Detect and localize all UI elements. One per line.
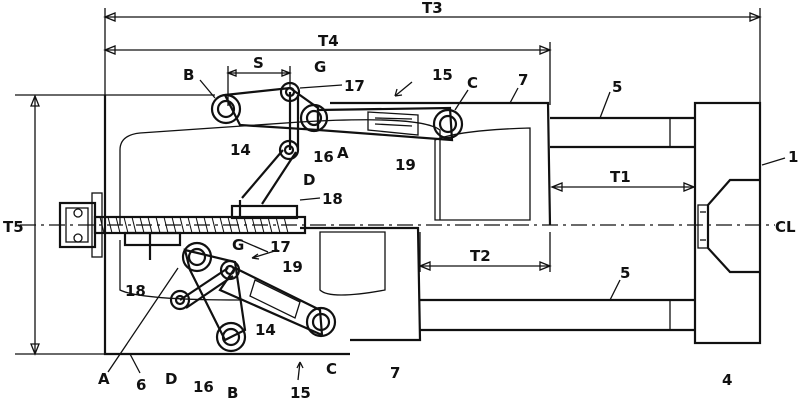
- lower-toggle-linkage: [169, 241, 337, 353]
- lower-label-17: 17: [270, 238, 291, 256]
- lower-label-19: 19: [282, 258, 303, 276]
- leader-lines: [107, 79, 786, 381]
- centerline-label: CL: [775, 218, 796, 236]
- fixed-platen: [693, 101, 762, 345]
- dim-t1-label: T1: [610, 168, 631, 186]
- lower-label-g: G: [232, 236, 244, 254]
- lower-label-7: 7: [390, 364, 400, 382]
- lower-label-15: 15: [290, 384, 311, 402]
- upper-label-7: 7: [518, 71, 528, 89]
- lower-label-18: 18: [125, 282, 146, 300]
- upper-label-d: D: [303, 171, 315, 189]
- upper-label-18: 18: [322, 190, 343, 208]
- lower-label-a: A: [98, 370, 110, 388]
- tie-bars: [420, 116, 695, 332]
- dim-t5-label: T5: [3, 218, 24, 236]
- upper-label-15: 15: [432, 66, 453, 84]
- upper-label-17: 17: [344, 77, 365, 95]
- labels: T3 T4 S T1 T2 T5 CL B G 17 15 C 7 14 16 …: [3, 0, 798, 402]
- upper-label-b: B: [183, 66, 194, 84]
- lower-label-c: C: [326, 360, 337, 378]
- dim-s-label: S: [253, 54, 264, 72]
- dimension-lines: [15, 8, 762, 356]
- lower-label-d: D: [165, 370, 177, 388]
- dim-t4-label: T4: [318, 32, 339, 50]
- upper-label-16: 16: [313, 148, 334, 166]
- lower-label-14: 14: [255, 321, 276, 339]
- dim-t2-label: T2: [470, 247, 491, 265]
- upper-label-c: C: [467, 74, 478, 92]
- lower-label-b: B: [227, 384, 238, 402]
- dim-t3-label: T3: [422, 0, 443, 17]
- upper-label-19: 19: [395, 156, 416, 174]
- label-6: 6: [136, 376, 146, 394]
- label-1: 1: [788, 148, 798, 166]
- upper-label-g: G: [314, 58, 326, 76]
- label-5-lower: 5: [620, 264, 630, 282]
- label-5-upper: 5: [612, 78, 622, 96]
- rear-platen: [103, 95, 441, 356]
- label-4: 4: [722, 371, 732, 389]
- upper-toggle-linkage: [210, 81, 464, 205]
- lower-label-16: 16: [193, 378, 214, 396]
- upper-label-14: 14: [230, 141, 251, 159]
- screw-shaft: [58, 192, 307, 260]
- upper-label-a: A: [337, 144, 349, 162]
